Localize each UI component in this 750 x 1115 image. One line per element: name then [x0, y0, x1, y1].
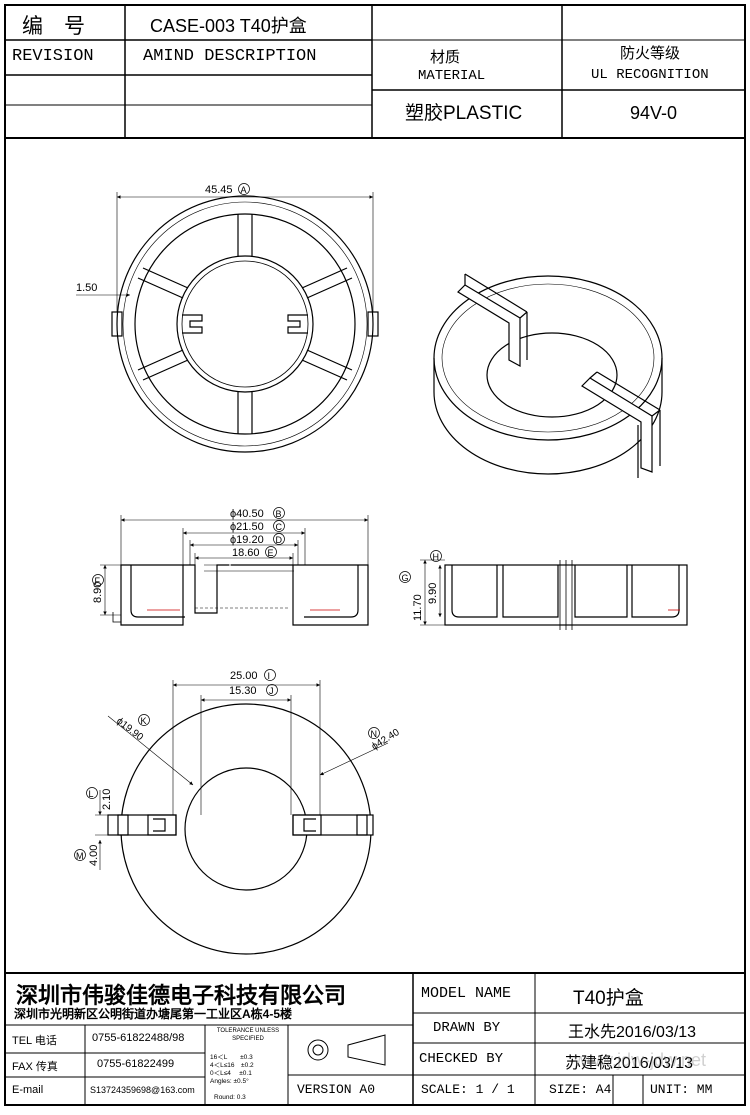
- company-address: 深圳市光明新区公明街道办塘尾第一工业区A栋4-5楼: [14, 1007, 293, 1021]
- dim-e-text: 18.60: [232, 547, 260, 559]
- dim-h-tag: H: [433, 552, 440, 562]
- tolerance-line-2: 4＜L≤16 ±0.2: [210, 1062, 254, 1069]
- dim-a-tag-circle: [238, 183, 250, 195]
- dim-c-tag-circle: [273, 520, 285, 532]
- tolerance-line-4: Angles: ±0.5°: [210, 1078, 249, 1085]
- dim-g-tag-circle: [399, 571, 411, 583]
- company-name: 深圳市伟骏佳德电子科技有限公司: [16, 983, 347, 1008]
- dim-h-tag-circle: [430, 550, 442, 562]
- dim-d-tag-circle: [273, 533, 285, 545]
- dim-l-tag: L: [89, 789, 94, 799]
- dim-b-text: ϕ40.50: [230, 508, 264, 520]
- dim-c-tag: C: [276, 522, 283, 532]
- version: VERSION A0: [297, 1082, 376, 1097]
- dim-i-tag-circle: [264, 669, 276, 681]
- dim-f-tag: F: [95, 576, 101, 586]
- isometric-view: [433, 273, 663, 478]
- tel-label: TEL 电话: [12, 1035, 57, 1047]
- email-value: S13724359698@163.com: [90, 1085, 195, 1095]
- header-table: [4, 4, 746, 1106]
- dim-b-tag-circle: [273, 507, 285, 519]
- watermark: www.jdw-jdw.net: [574, 1050, 707, 1070]
- tolerance-line-3: 0＜L≤4 ±0.1: [210, 1070, 252, 1077]
- dim-k-tag-circle: [138, 714, 150, 726]
- dim-a-tag: A: [241, 185, 247, 195]
- title-block-grid: [5, 972, 745, 1105]
- dim-g-group: 11.70: [412, 594, 424, 621]
- top-view: [76, 192, 379, 453]
- projection-symbol: [307, 1034, 386, 1066]
- number-value: CASE-003 T40护盒: [150, 16, 307, 36]
- revision-label: REVISION: [12, 47, 94, 66]
- scale: SCALE: 1 / 1: [421, 1082, 515, 1097]
- bottom-view: [95, 680, 389, 955]
- model-label: MODEL NAME: [421, 985, 512, 1002]
- fire-en: UL RECOGNITION: [591, 67, 709, 83]
- tolerance-line-1: 16＜L ±0.3: [210, 1054, 253, 1061]
- email-label: E-mail: [12, 1084, 44, 1096]
- dim-i-tag: I: [268, 671, 271, 681]
- tel-value: 0755-61822488/98: [92, 1032, 185, 1044]
- dim-d-text: ϕ19.20: [230, 534, 264, 546]
- dim-c-text: ϕ21.50: [230, 521, 264, 533]
- fire-value: 94V-0: [630, 103, 678, 123]
- dim-g-text: 11.70: [412, 594, 424, 621]
- fire-cn: 防火等级: [620, 45, 681, 62]
- tolerance-title: TOLERANCE UNLESS SPECIFIED: [216, 1028, 280, 1042]
- dim-e-tag: E: [268, 548, 274, 558]
- dim-l-text: 2.10: [101, 789, 113, 810]
- drawn-label: DRAWN BY: [433, 1020, 501, 1036]
- model-value: T40护盒: [573, 988, 644, 1009]
- dim-a-text: 45.45: [205, 184, 233, 196]
- dim-h-group: 9.90: [427, 583, 439, 604]
- fax-value: 0755-61822499: [97, 1058, 175, 1070]
- checked-value: 苏建稳2016/03/13: [565, 1055, 694, 1072]
- dim-l-group: 2.10: [101, 789, 113, 810]
- dim-m-group: 4.00: [88, 845, 100, 866]
- dim-thickness-text: 1.50: [76, 282, 97, 294]
- tolerance-line-5: Round: 0.3: [214, 1094, 246, 1101]
- dim-b-tag: B: [276, 509, 282, 519]
- dim-j-tag: J: [269, 686, 274, 696]
- checked-label: CHECKED BY: [419, 1051, 504, 1067]
- dim-g-tag: G: [402, 573, 409, 583]
- dim-n-tag: N: [371, 729, 378, 739]
- front-view: [100, 515, 369, 626]
- dim-l-tag-circle: [86, 787, 98, 799]
- dim-m-tag: M: [76, 851, 84, 861]
- dim-k-tag: K: [141, 716, 147, 726]
- side-view: [420, 559, 688, 630]
- number-label: 编 号: [22, 14, 85, 38]
- dim-f-tag-circle: [92, 574, 104, 586]
- dim-e-tag-circle: [265, 546, 277, 558]
- material-en: MATERIAL: [418, 68, 486, 84]
- dim-f-group: 8.90: [92, 582, 104, 603]
- dim-m-text: 4.00: [88, 845, 100, 866]
- material-cn: 材质: [430, 49, 461, 66]
- amind-label: AMIND DESCRIPTION: [143, 47, 317, 66]
- size: SIZE: A4: [549, 1082, 612, 1097]
- dim-i-text: 25.00: [230, 670, 258, 682]
- dim-n-tag-circle: [368, 727, 380, 739]
- fax-label: FAX 传真: [12, 1061, 58, 1073]
- dim-m-tag-circle: [74, 849, 86, 861]
- drawn-value: 王水先2016/03/13: [568, 1024, 697, 1041]
- unit: UNIT: MM: [650, 1082, 713, 1097]
- dim-j-text: 15.30: [229, 685, 257, 697]
- dim-f-text: 8.90: [92, 582, 104, 603]
- dim-h-text: 9.90: [427, 583, 439, 604]
- material-value: 塑胶PLASTIC: [405, 103, 523, 124]
- dim-d-tag: D: [276, 535, 283, 545]
- dim-j-tag-circle: [266, 684, 278, 696]
